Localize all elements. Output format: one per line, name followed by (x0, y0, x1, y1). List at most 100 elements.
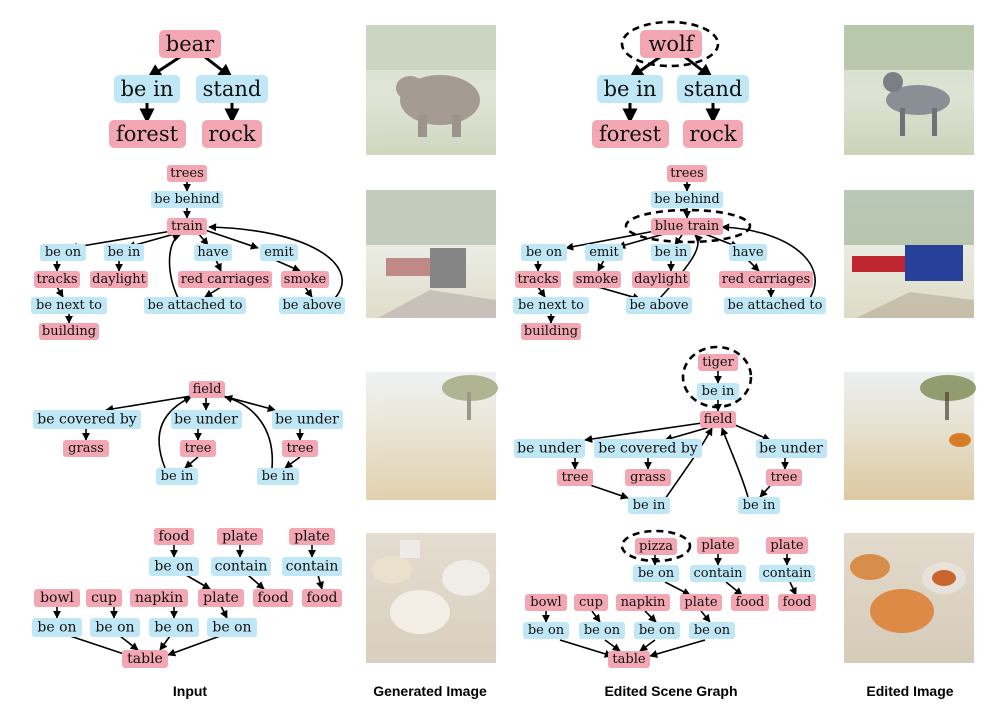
edit-highlight (620, 20, 720, 68)
svg-text:be on: be on (95, 620, 134, 636)
svg-text:be in: be in (633, 498, 666, 513)
svg-text:daylight: daylight (634, 272, 688, 287)
svg-text:smoke: smoke (284, 272, 327, 287)
node-contain: contain (282, 557, 342, 576)
node-food: food (778, 594, 816, 611)
svg-text:be under: be under (275, 412, 339, 428)
generated-image-train (366, 190, 496, 318)
edited-image-pizza (844, 533, 974, 663)
svg-text:building: building (524, 324, 578, 339)
node-be-attached-to: be attached to (144, 297, 246, 314)
svg-text:rock: rock (689, 122, 736, 146)
node-tracks: tracks (34, 271, 80, 288)
row2-edited-graph: trees be behind blue train be on emit be… (513, 165, 826, 340)
node-field: field (700, 411, 736, 428)
node-food: food (731, 594, 769, 611)
node-cup: cup (86, 589, 122, 607)
svg-text:plate: plate (684, 595, 717, 610)
node-be-next-to: be next to (513, 297, 589, 314)
node-be-in: be in (156, 468, 198, 485)
svg-text:be in: be in (262, 469, 295, 484)
node-be-on: be on (521, 244, 567, 261)
row4-input-graph: food plate plate be on contain contain b… (32, 528, 342, 668)
node-daylight: daylight (632, 271, 690, 288)
node-red-carriages: red carriages (719, 271, 813, 288)
node-be-above: be above (279, 297, 345, 314)
node-napkin: napkin (616, 594, 670, 611)
svg-text:smoke: smoke (576, 272, 619, 287)
row1-edited-graph: wolf be in stand forest rock (592, 20, 749, 148)
node-building: building (521, 323, 581, 340)
node-plate: plate (289, 528, 335, 545)
svg-text:be on: be on (154, 559, 193, 575)
node-plate: plate (680, 594, 722, 611)
svg-text:contain: contain (694, 566, 744, 581)
svg-text:plate: plate (294, 529, 330, 545)
node-bear: bear (159, 30, 221, 58)
svg-text:tiger: tiger (702, 355, 734, 370)
node-be-above: be above (626, 297, 692, 314)
svg-text:forest: forest (116, 122, 179, 146)
generated-image-bear (366, 25, 496, 155)
node-be-on: be on (90, 618, 140, 637)
node-be-on: be on (633, 565, 679, 582)
svg-text:be on: be on (638, 566, 675, 581)
node-be-on: be on (579, 622, 625, 639)
svg-text:tracks: tracks (36, 272, 77, 287)
node-tracks: tracks (515, 271, 561, 288)
svg-text:be in: be in (655, 245, 688, 260)
node-contain: contain (211, 557, 271, 576)
svg-text:food: food (783, 595, 812, 610)
svg-text:be in: be in (604, 77, 657, 101)
row2-input-graph: trees be behind train be on be in have e… (31, 165, 345, 340)
svg-text:contain: contain (763, 566, 813, 581)
svg-text:be in: be in (702, 384, 735, 399)
node-smoke: smoke (281, 271, 329, 288)
caption-generated-image: Generated Image (373, 683, 487, 699)
svg-text:emit: emit (264, 245, 294, 260)
node-have: have (729, 244, 767, 261)
svg-text:be on: be on (584, 623, 621, 638)
node-emit: emit (585, 244, 623, 261)
svg-text:food: food (158, 529, 189, 545)
svg-text:be next to: be next to (518, 298, 584, 313)
svg-text:table: table (612, 652, 645, 667)
node-building: building (39, 323, 99, 340)
svg-text:be in: be in (161, 469, 194, 484)
svg-text:cup: cup (91, 590, 117, 606)
node-trees: trees (667, 165, 707, 182)
node-rock: rock (683, 120, 743, 148)
svg-text:daylight: daylight (92, 272, 146, 287)
svg-text:be on: be on (639, 623, 676, 638)
svg-text:bowl: bowl (40, 590, 74, 606)
svg-text:trees: trees (170, 166, 204, 181)
node-be-in: be in (104, 244, 144, 261)
node-contain: contain (759, 565, 815, 582)
node-be-on: be on (32, 618, 82, 637)
node-be-covered-by: be covered by (33, 410, 141, 429)
svg-text:tree: tree (562, 470, 589, 485)
node-emit: emit (260, 244, 298, 261)
svg-text:plate: plate (203, 590, 239, 606)
node-food: food (302, 589, 342, 607)
node-stand: stand (196, 75, 268, 103)
generated-image-field (366, 372, 498, 500)
svg-text:field: field (193, 382, 222, 397)
svg-text:forest: forest (599, 122, 662, 146)
node-be-covered-by: be covered by (594, 439, 702, 458)
node-be-on: be on (149, 618, 199, 637)
node-food: food (253, 589, 293, 607)
node-be-under: be under (272, 410, 343, 429)
generated-image-table (366, 533, 496, 663)
node-bowl: bowl (34, 589, 80, 607)
svg-text:be under: be under (174, 412, 238, 428)
svg-text:have: have (197, 245, 228, 260)
svg-text:grass: grass (68, 441, 104, 456)
svg-text:be attached to: be attached to (728, 298, 823, 313)
node-plate: plate (697, 537, 739, 554)
node-stand: stand (677, 75, 749, 103)
node-be-in: be in (651, 244, 691, 261)
caption-edited-image: Edited Image (866, 683, 953, 699)
node-be-on: be on (149, 557, 199, 576)
svg-text:red carriages: red carriages (722, 272, 810, 287)
